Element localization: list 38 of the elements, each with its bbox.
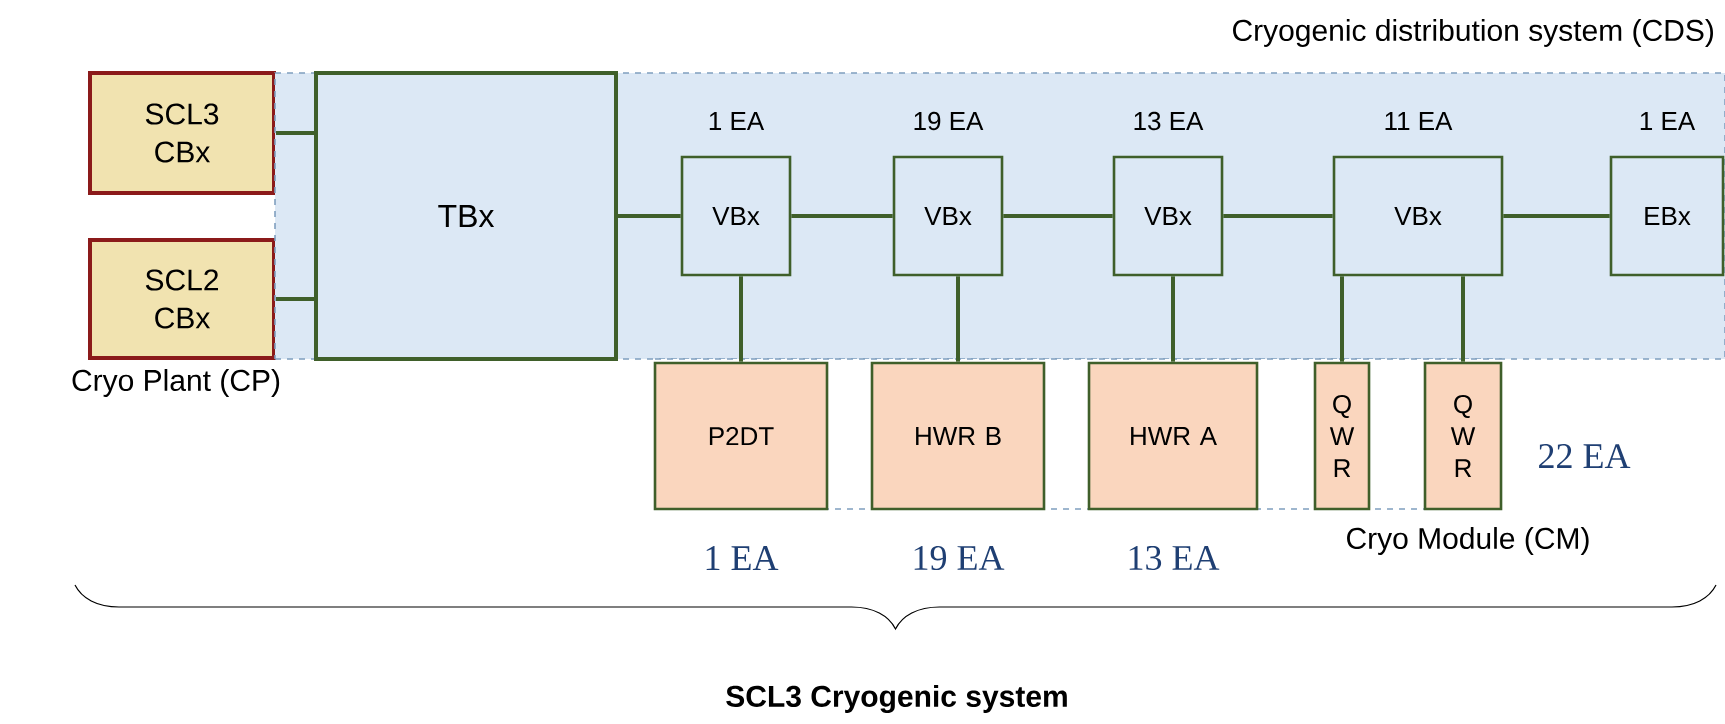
count-label: 1 EA bbox=[709, 112, 765, 130]
text-label: 22 EA bbox=[1539, 444, 1631, 468]
count-label: 1 EA bbox=[1640, 112, 1696, 130]
count-label: 19 EA bbox=[914, 111, 984, 131]
connector-line bbox=[739, 276, 743, 362]
module-box: P2DT bbox=[653, 361, 829, 511]
connector-line bbox=[791, 214, 893, 218]
valve-box: VBx bbox=[680, 155, 792, 277]
count-label: 13 EA bbox=[1129, 545, 1220, 571]
connector-line bbox=[1503, 214, 1610, 218]
connector-line bbox=[618, 214, 681, 218]
transfer-box: TBx bbox=[314, 71, 618, 361]
band-heading: Cryogenic distribution system (CDS) bbox=[1233, 19, 1713, 47]
cold-box: SCL3 CBx bbox=[88, 71, 276, 195]
band-heading: Cryo Module (CM) bbox=[1347, 527, 1589, 555]
module-box: HWR B bbox=[870, 361, 1046, 511]
count-label: 11 EA bbox=[1385, 112, 1453, 130]
valve-box: EBx bbox=[1609, 155, 1725, 277]
connector-line bbox=[1461, 276, 1465, 362]
cold-box: SCL2 CBx bbox=[88, 238, 276, 360]
connector-line bbox=[1223, 214, 1333, 218]
valve-box: VBx bbox=[892, 155, 1004, 277]
module-box: HWR A bbox=[1087, 361, 1259, 511]
module-box: Q W R bbox=[1313, 361, 1371, 511]
connector-line bbox=[1003, 214, 1113, 218]
connector-line bbox=[956, 276, 960, 362]
valve-box: VBx bbox=[1112, 155, 1224, 277]
text-label: Cryo Plant (CP) bbox=[72, 369, 280, 397]
valve-box: VBx bbox=[1332, 155, 1504, 277]
module-box: Q W R bbox=[1423, 361, 1503, 511]
count-label: 1 EA bbox=[706, 546, 779, 570]
count-label: 19 EA bbox=[914, 545, 1005, 571]
connector-line bbox=[276, 297, 314, 301]
connector-line bbox=[1340, 276, 1344, 362]
connector-line bbox=[276, 131, 314, 135]
connector-line bbox=[1171, 276, 1175, 362]
title: SCL3 Cryogenic system bbox=[726, 684, 1067, 714]
count-label: 13 EA bbox=[1134, 111, 1204, 131]
